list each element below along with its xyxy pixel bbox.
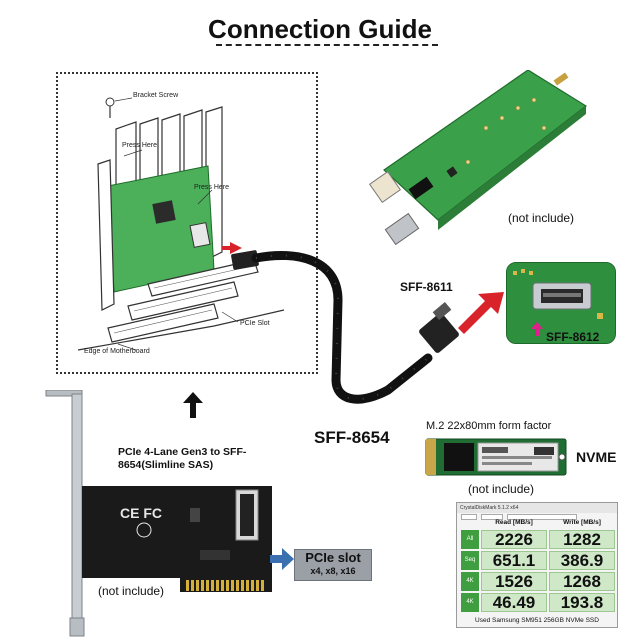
pcie-slot-title: PCIe slot [305,550,361,565]
write-value: 193.8 [549,593,615,612]
nvme-label: NVME [576,449,617,465]
adapter-not-included: (not include) [98,584,165,598]
sff-8612-label: SFF-8612 [546,330,600,344]
benchmark-run-button[interactable]: 4K [461,593,479,612]
sff-8612-closeup [506,262,616,344]
write-header: Write [MB/s] [563,519,601,526]
installation-diagram: Bracket Screw Press Here Press Here PCIe… [56,72,318,374]
benchmark-row: 4K 1526 1268 [461,572,615,591]
read-value: 2226 [481,530,547,549]
diagonal-arrow-icon [458,292,504,334]
read-value: 651.1 [481,551,547,570]
write-value: 386.9 [549,551,615,570]
sff-8611-label: SFF-8611 [400,280,453,294]
callout-edge-of-motherboard: Edge of Motherboard [84,348,150,355]
sff-8654-cable [231,250,459,404]
benchmark-run-button[interactable]: Seq [461,551,479,570]
pink-up-arrow-icon [531,322,543,336]
write-value: 1282 [549,530,615,549]
page-title: Connection Guide [208,14,432,44]
benchmark-row: Seq 651.1 386.9 [461,551,615,570]
installation-drawing [77,97,285,351]
nvme-not-included: (not include) [468,482,535,496]
adapter-card-title: PCIe 4-Lane Gen3 to SFF-8654(Slimline SA… [118,446,247,471]
benchmark-row: 4K 46.49 193.8 [461,593,615,612]
benchmark-run-button[interactable]: All [461,530,479,549]
title-underline [216,44,438,46]
write-value: 1268 [549,572,615,591]
pcie-slot-label: PCIe slot x4, x8, x16 [294,549,372,581]
m2-adapter-board-photo [368,70,588,246]
callout-press-here-2: Press Here [194,184,230,191]
right-arrow-icon [270,548,294,570]
benchmark-panel: CrystalDiskMark 5.1.2 x64 Read [MB/s] Wr… [456,502,618,628]
callout-bracket-screw: Bracket Screw [133,92,179,99]
benchmark-drive-select [507,514,577,520]
benchmark-window-title: CrystalDiskMark 5.1.2 x64 [457,503,617,513]
benchmark-row: All 2226 1282 [461,530,615,549]
benchmark-count-select [461,514,477,520]
callout-press-here-1: Press Here [122,142,158,149]
pcie-slot-sizes: x4, x8, x16 [310,566,356,576]
nvme-ssd-photo [425,438,567,476]
read-value: 46.49 [481,593,547,612]
svg-text:CE FC: CE FC [120,505,162,521]
sff-8612-connector-drawing [507,263,615,343]
benchmark-size-select [481,514,503,520]
cable-label: SFF-8654 [314,428,390,447]
up-arrow-icon [183,392,203,418]
read-value: 1526 [481,572,547,591]
read-header: Read [MB/s] [495,519,533,526]
callout-pcie-slot: PCIe Slot [240,320,270,327]
adapter-card-photo: CE FC [45,390,272,637]
board-not-included: (not include) [508,211,575,225]
nvme-form-factor-caption: M.2 22x80mm form factor [426,420,552,432]
benchmark-run-button[interactable]: 4K [461,572,479,591]
benchmark-footer: Used Samsung SM951 256GB NVMe SSD [475,617,599,624]
